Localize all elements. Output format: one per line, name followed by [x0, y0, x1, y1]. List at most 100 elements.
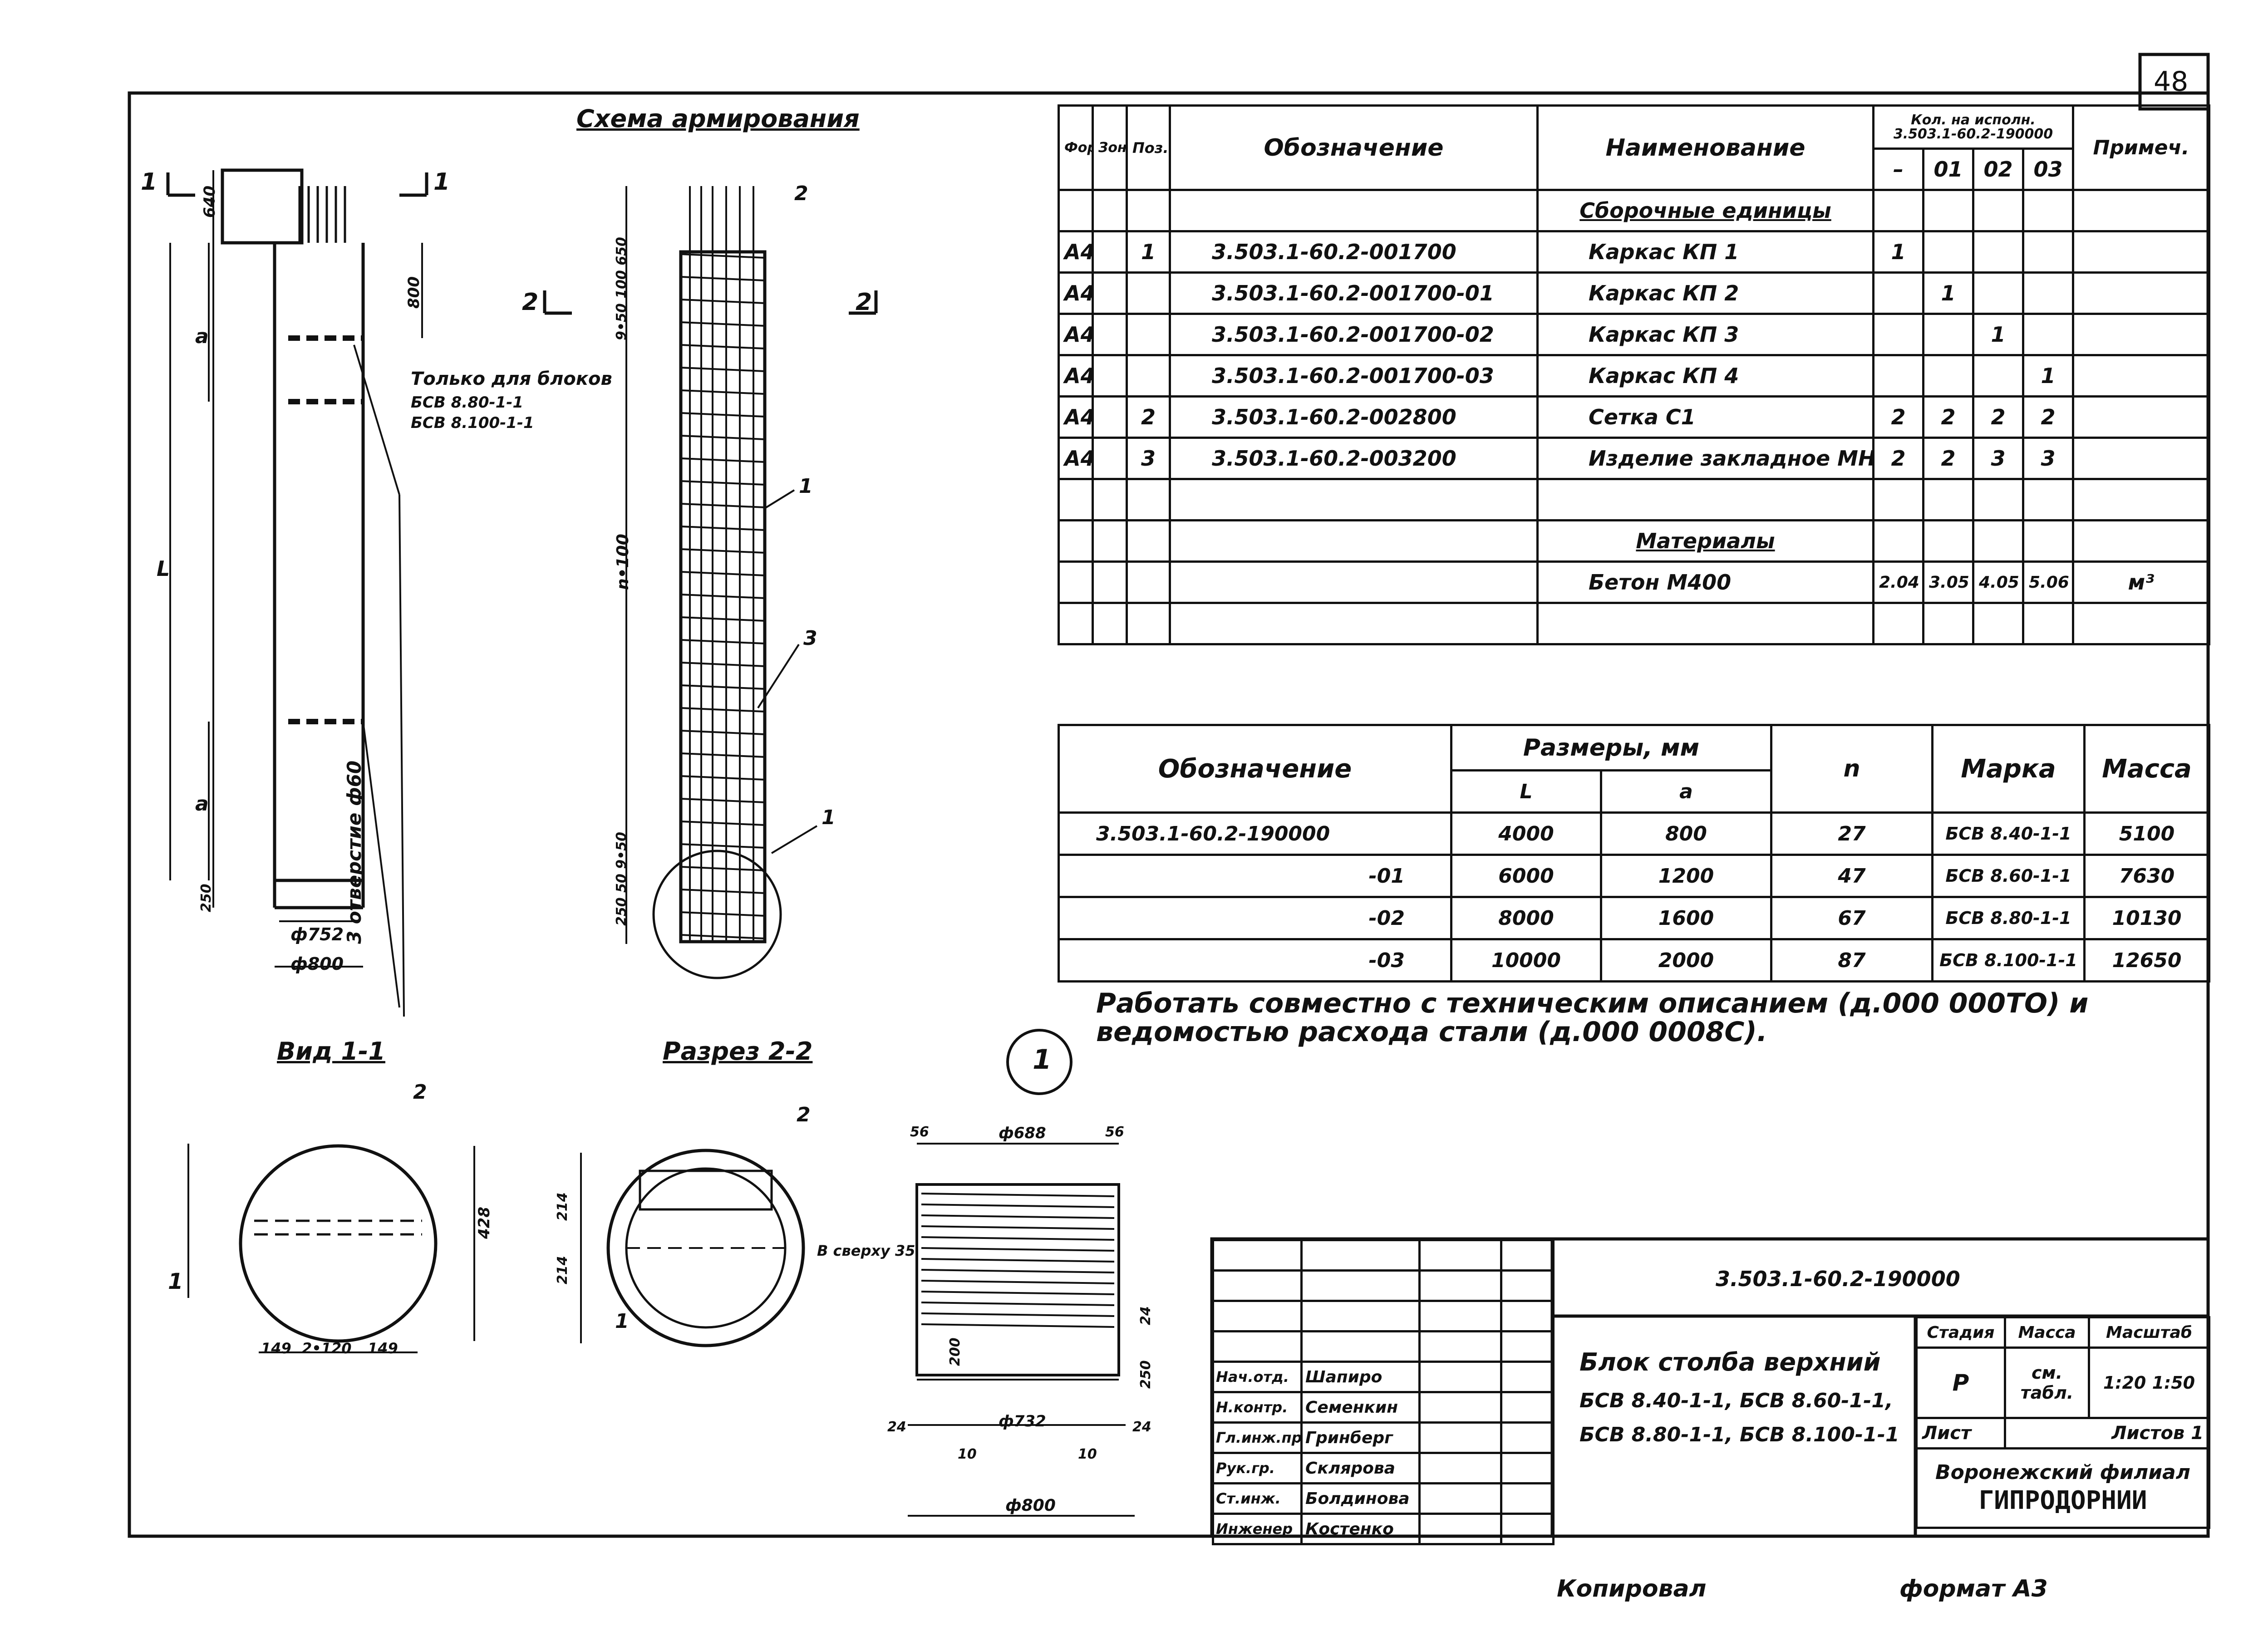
det-dim-10b: 10: [1078, 1446, 1097, 1462]
stamp-person-name: Склярова: [1300, 1452, 1421, 1484]
cage-pos-3: 3: [803, 627, 817, 650]
detail-hoop: [921, 1323, 1115, 1328]
stamp-person-name: Гринберг: [1300, 1421, 1421, 1454]
spec-cell-q1: [1922, 230, 1974, 274]
stamp-signature: [1418, 1482, 1502, 1515]
spec-cell-designation: 3.503.1-60.2-002800: [1169, 395, 1539, 439]
view-1-1: [187, 1144, 475, 1353]
stamp-title-1: Блок столба верхний: [1579, 1348, 1881, 1376]
spec-cell-zone: [1092, 395, 1128, 439]
cage-hoop: [680, 707, 765, 712]
sizes-cell-designation: -01: [1058, 854, 1452, 898]
section-2-2-title: Разрез 2-2: [663, 1037, 813, 1066]
spec-cell-pos: [1126, 313, 1171, 356]
cage-hoop: [680, 548, 765, 554]
cage-hoop: [680, 480, 765, 486]
sizes-cell-L: 6000: [1450, 854, 1602, 898]
stamp-sheets-label: Листов 1: [2004, 1417, 2210, 1450]
cage-hoop: [680, 253, 765, 259]
detail-hoop: [921, 1291, 1115, 1295]
stamp-org-1: Воронежский филиал: [1935, 1460, 2190, 1484]
det-dim-24c: 24: [1132, 1419, 1151, 1435]
spec-cell-name: Каркас КП 4: [1536, 354, 1874, 398]
view-pos-1: 1: [168, 1269, 183, 1294]
spec-section-assembly: Сборочные единицы: [1536, 189, 1874, 232]
only-for-blocks-label: Только для блоков: [411, 369, 612, 389]
stamp-role: Нач.отд.: [1212, 1361, 1303, 1393]
det-dim-732: ф732: [999, 1412, 1046, 1430]
cage-hoop: [680, 299, 765, 304]
spec-head-v2: 02: [1972, 147, 2024, 191]
detail-hoop: [921, 1247, 1115, 1252]
detail-hoop: [921, 1312, 1115, 1317]
stamp-role: Рук.гр.: [1212, 1452, 1303, 1484]
dim-250: 250: [198, 884, 214, 912]
detail-hoop: [921, 1204, 1115, 1208]
spec-cell-q0: 1: [1872, 230, 1924, 274]
sizes-cell-n: 27: [1770, 811, 1933, 856]
sizes-table: Обозначение Размеры, мм n Марка Масса L …: [1058, 724, 2210, 983]
cage-hoop: [680, 730, 765, 735]
spec-cell-q2: 2: [1972, 395, 2024, 439]
copied-label: Копировал: [1557, 1575, 1707, 1602]
sizes-cell-mark: БСВ 8.100-1-1: [1931, 938, 2086, 983]
cage-hoop: [680, 798, 765, 803]
spec-cell-q3: 2: [2022, 395, 2074, 439]
stamp-signature: [1418, 1391, 1502, 1424]
stamp-date: [1500, 1361, 1555, 1393]
cage-hoop: [680, 752, 765, 758]
sizes-cell-mark: БСВ 8.80-1-1: [1931, 896, 2086, 940]
cage-hoop: [680, 344, 765, 349]
spec-cell-note: [2072, 354, 2210, 398]
det-dim-800: ф800: [1005, 1496, 1056, 1515]
sizes-cell-designation: 3.503.1-60.2-190000: [1058, 811, 1452, 856]
spec-cell-name: Сетка С1: [1536, 395, 1874, 439]
spec-cell-format: А4: [1058, 271, 1094, 315]
stamp-date: [1500, 1452, 1555, 1484]
cage-hoop: [680, 684, 765, 690]
sizes-head-L: L: [1450, 769, 1602, 814]
spec-head-format: Формат: [1058, 104, 1094, 191]
sizes-cell-designation: -02: [1058, 896, 1452, 940]
sizes-head-mark: Марка: [1931, 724, 2086, 814]
view-pos-2: 2: [413, 1081, 427, 1104]
det-dim-10a: 10: [958, 1446, 977, 1462]
detail-hoop: [921, 1269, 1115, 1273]
spec-head-note: Примеч.: [2072, 104, 2210, 191]
spec-cell-note: [2072, 437, 2210, 480]
spec-cell-note: [2072, 271, 2210, 315]
spec-cell-note: [2072, 395, 2210, 439]
cage-hoop: [680, 412, 765, 418]
sect-dim-214a: 214: [555, 1192, 571, 1221]
stamp-person-name: Костенко: [1300, 1513, 1421, 1545]
sizes-head-mass: Масса: [2083, 724, 2210, 814]
spec-cell-zone: [1092, 271, 1128, 315]
cage-hoop: [680, 662, 765, 667]
spec-head-name: Наименование: [1536, 104, 1874, 191]
det-dim-56a: 56: [910, 1124, 929, 1140]
spec-cell-q1: 2: [1922, 437, 1974, 480]
stamp-sheet-label: Лист: [1915, 1417, 2006, 1450]
spec-head-zone: Зона: [1092, 104, 1128, 191]
cage-hoop: [680, 843, 765, 849]
format-label: формат А3: [1899, 1575, 2048, 1602]
stamp-signature: [1418, 1421, 1502, 1454]
spec-material-q1: 3.05: [1922, 560, 1974, 604]
spec-cell-pos: [1126, 271, 1171, 315]
pitch-bottom: 250 50 9•50: [614, 831, 630, 926]
spec-cell-format: А4: [1058, 395, 1094, 439]
view-1-1-title: Вид 1-1: [277, 1037, 385, 1066]
specification-table: Формат Зона Поз. Обозначение Наименовани…: [1058, 104, 2210, 645]
stamp-signature: [1418, 1513, 1502, 1545]
sect-pos-1: 1: [615, 1310, 629, 1333]
spec-cell-q2: [1972, 230, 2024, 274]
stamp-head-mass: Масса: [2004, 1316, 2090, 1349]
spec-cell-name: Каркас КП 1: [1536, 230, 1874, 274]
dim-800-dia: ф800: [290, 954, 344, 974]
spec-material-name: Бетон М400: [1536, 560, 1874, 604]
stamp-signature: [1418, 1452, 1502, 1484]
spec-cell-q0: [1872, 271, 1924, 315]
